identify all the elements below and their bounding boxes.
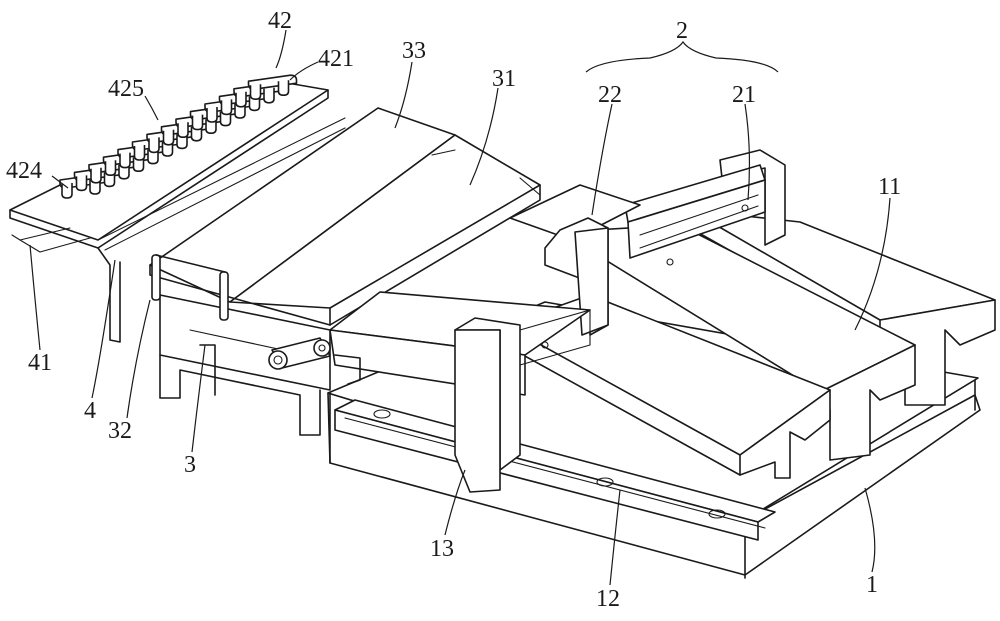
label-13: 13 <box>430 536 454 562</box>
finger-clamp <box>247 74 298 100</box>
left-stand <box>159 294 361 436</box>
main-table <box>149 107 541 326</box>
label-12: 12 <box>596 586 620 612</box>
label-424: 424 <box>6 158 42 184</box>
label-33: 33 <box>402 38 426 64</box>
callout-labels: 42 421 425 424 33 31 2 22 21 11 41 4 32 … <box>6 8 901 612</box>
upper-slider-block <box>509 184 641 336</box>
label-42: 42 <box>268 8 292 34</box>
label-41: 41 <box>28 350 52 376</box>
label-1: 1 <box>866 572 878 598</box>
label-421: 421 <box>318 46 354 72</box>
label-4: 4 <box>84 398 96 424</box>
pulley-arm <box>268 337 331 370</box>
lift-rods <box>151 254 229 321</box>
label-32: 32 <box>108 418 132 444</box>
label-21: 21 <box>732 82 756 108</box>
label-31: 31 <box>492 66 516 92</box>
guide-rail <box>334 399 776 541</box>
feeder-fingers <box>59 74 298 199</box>
leader-lines <box>29 29 891 586</box>
front-slider-block <box>329 291 591 493</box>
label-11: 11 <box>878 174 901 200</box>
label-425: 425 <box>108 76 144 102</box>
label-22: 22 <box>598 82 622 108</box>
label-3: 3 <box>184 452 196 478</box>
label-2: 2 <box>676 18 688 44</box>
upper-slide-rod-assembly <box>624 149 786 266</box>
